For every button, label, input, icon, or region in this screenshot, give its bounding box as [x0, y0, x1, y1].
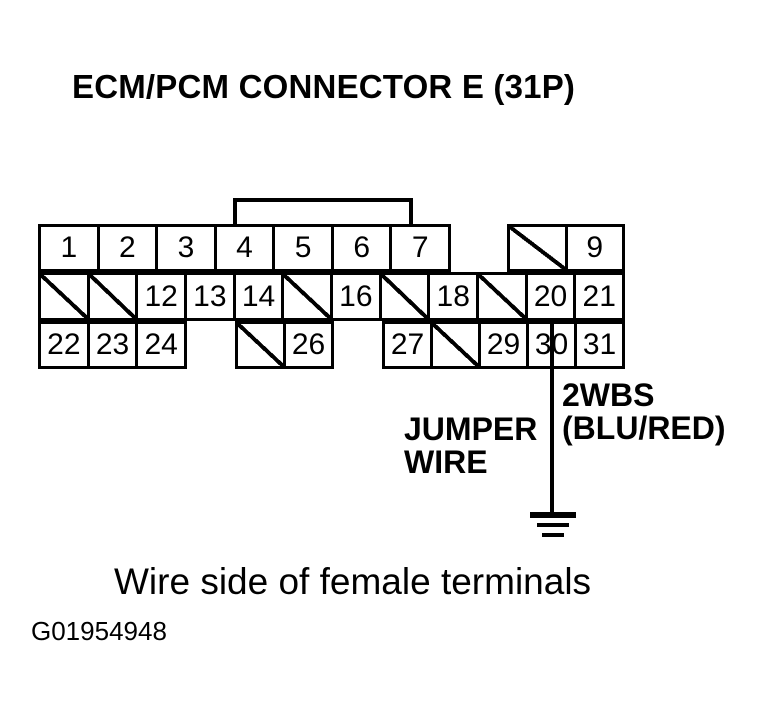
pin-cell-5: 5 — [272, 227, 331, 269]
connector-tab — [233, 198, 413, 225]
pin-cell-27: 27 — [390, 328, 425, 361]
blocked-pin-cell — [430, 324, 478, 366]
connector-block-row3-right: 27293031 — [382, 321, 625, 369]
blocked-pin-cell — [281, 275, 331, 318]
pin-cell-9: 9 — [564, 227, 623, 269]
diagram-title: ECM/PCM CONNECTOR E (31P) — [72, 68, 576, 105]
pin-cell-16: 16 — [330, 275, 379, 318]
pin-cell-18: 18 — [427, 275, 476, 318]
pin-cell-6: 6 — [330, 227, 390, 269]
jumper-wire-line — [550, 321, 554, 515]
pin-cell-23: 23 — [86, 324, 136, 366]
ground-bar — [530, 512, 576, 518]
ground-bar — [542, 533, 564, 537]
ground-bar — [537, 523, 569, 527]
pin-cell-21: 21 — [573, 275, 622, 318]
blocked-pin-cell — [238, 324, 283, 366]
jumper-wire-label-line2: WIRE — [404, 444, 488, 480]
connector-block-row1-right: 9 — [507, 224, 625, 272]
pin-cell-26: 26 — [283, 324, 331, 366]
wire-code-line: 2WBS — [562, 377, 655, 413]
blocked-pin-cell — [41, 275, 87, 318]
wire-color-line: (BLU/RED) — [562, 410, 726, 446]
figure-id: G01954948 — [31, 616, 167, 646]
wire-side-caption: Wire side of female terminals — [114, 561, 592, 602]
wire-color-label: 2WBS (BLU/RED) — [562, 379, 726, 445]
pin-cell-13: 13 — [184, 275, 233, 318]
blocked-pin-cell — [378, 275, 428, 318]
pin-cell-3: 3 — [155, 227, 214, 269]
jumper-wire-label: JUMPER WIRE — [404, 413, 537, 479]
blocked-pin-cell — [510, 227, 565, 269]
blocked-pin-cell — [476, 275, 525, 318]
pin-cell-2: 2 — [96, 227, 156, 269]
pin-cell-31: 31 — [574, 324, 622, 366]
pin-cell-14: 14 — [232, 275, 282, 318]
pin-cell-7: 7 — [389, 227, 448, 269]
jumper-wire-label-line1: JUMPER — [404, 411, 538, 447]
pin-cell-1: 1 — [60, 231, 78, 264]
blocked-pin-cell — [86, 275, 136, 318]
pin-cell-24: 24 — [135, 324, 184, 366]
pin-cell-22: 22 — [47, 328, 81, 361]
connector-block-row3-mid: 26 — [235, 321, 334, 369]
pin-cell-4: 4 — [213, 227, 273, 269]
pin-cell-12: 12 — [135, 275, 184, 318]
pin-cell-20: 20 — [524, 275, 574, 318]
pin-cell-29: 29 — [478, 324, 526, 366]
